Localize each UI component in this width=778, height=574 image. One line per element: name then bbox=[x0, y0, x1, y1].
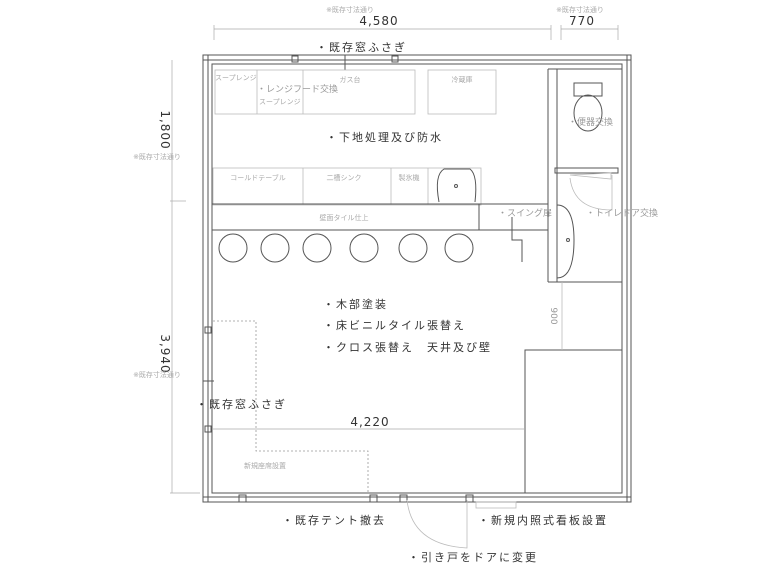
walls bbox=[202, 54, 632, 549]
dimension-top-main: 4,580 bbox=[359, 14, 398, 28]
fridge: 冷蔵庫 bbox=[452, 75, 473, 84]
stool bbox=[302, 233, 332, 263]
column bbox=[238, 494, 247, 503]
left-dimension: 1,800 ※既存寸法通り 3,940 ※既存寸法通り bbox=[133, 60, 200, 494]
toilet-bowl bbox=[573, 94, 603, 132]
existing-note-top: ※既存寸法通り bbox=[326, 5, 374, 14]
back-counter bbox=[214, 69, 416, 115]
column bbox=[465, 494, 474, 503]
ice-maker: 製氷機 bbox=[399, 173, 420, 182]
note-cloth: ・クロス張替え 天井及び壁 bbox=[323, 340, 492, 354]
column bbox=[369, 494, 378, 503]
note-wood-paint: ・木部塗装 bbox=[323, 297, 388, 311]
toilet-room: 900 bbox=[524, 68, 623, 494]
toilet-tank bbox=[573, 82, 603, 97]
existing-note-left-upper: ※既存寸法通り bbox=[133, 152, 181, 161]
note-toilet-door: ・トイレドア交換 bbox=[586, 207, 658, 219]
note-range-hood: ・レンジフード交換 bbox=[257, 83, 338, 95]
sign-board bbox=[475, 501, 517, 509]
note-vinyl-tile: ・床ビニルタイル張替え bbox=[323, 318, 466, 332]
dimension-left-upper: 1,800 bbox=[158, 110, 172, 149]
hand-sink-drain bbox=[454, 184, 458, 188]
front-counter bbox=[212, 167, 482, 206]
wash-basin bbox=[556, 204, 575, 279]
note-sign: ・新規内照式看板設置 bbox=[478, 513, 608, 527]
kitchen: スープレンジ スープレンジ ガス台 冷蔵庫 コールドテーブル 二槽シンク 製氷機… bbox=[211, 69, 549, 263]
toilet-door-swing bbox=[569, 175, 613, 211]
corner-room bbox=[524, 349, 623, 494]
inner-wall bbox=[211, 63, 623, 494]
stool bbox=[444, 233, 474, 263]
note-swing-door: ・スイング扉 bbox=[498, 207, 552, 219]
note-close-window-left: ・既存窓ふさぎ bbox=[196, 397, 287, 411]
column bbox=[399, 494, 408, 503]
cold-table: コールドテーブル bbox=[230, 173, 286, 182]
stool bbox=[260, 233, 290, 263]
stool bbox=[349, 233, 379, 263]
wash-basin-drain bbox=[566, 238, 570, 242]
existing-note-left-lower: ※既存寸法通り bbox=[133, 370, 181, 379]
swing-door bbox=[511, 217, 523, 262]
column bbox=[391, 55, 399, 63]
dimension-top-toilet: 770 bbox=[569, 14, 595, 28]
existing-note-toilet: ※既存寸法通り bbox=[556, 5, 604, 14]
stool bbox=[218, 233, 248, 263]
double-sink: 二槽シンク bbox=[327, 173, 362, 182]
toilet-door-frame bbox=[554, 167, 619, 174]
note-close-window-top: ・既存窓ふさぎ bbox=[316, 40, 407, 54]
note-toilet-replace: ・便器交換 bbox=[568, 116, 613, 128]
fridge-outline bbox=[427, 69, 497, 115]
dimension-inner-width: 4,220 bbox=[350, 415, 389, 429]
note-waterproof: ・下地処理及び防水 bbox=[326, 130, 443, 144]
note-remove-tent: ・既存テント撤去 bbox=[282, 513, 386, 527]
soup-range-1: スープレンジ bbox=[215, 74, 257, 82]
entrance-door-swing bbox=[406, 499, 468, 549]
wall-tile: 壁面タイル仕上 bbox=[320, 213, 369, 222]
seating-area-outline bbox=[213, 320, 369, 493]
gas-stove: ガス台 bbox=[340, 75, 361, 84]
outer-wall bbox=[202, 54, 632, 503]
hand-sink bbox=[436, 168, 477, 203]
stools bbox=[218, 233, 474, 263]
soup-range-2: スープレンジ bbox=[259, 98, 301, 106]
column bbox=[204, 326, 212, 334]
dimension-left-lower: 3,940 bbox=[158, 334, 172, 373]
toilet-door bbox=[569, 172, 612, 180]
column bbox=[204, 425, 212, 433]
column bbox=[291, 55, 299, 63]
stool bbox=[398, 233, 428, 263]
renovation-notes: ・既存窓ふさぎ ・レンジフード交換 ・便器交換 ・下地処理及び防水 ・スイング扉… bbox=[196, 40, 658, 564]
note-sliding-door: ・引き戸をドアに変更 bbox=[408, 550, 538, 564]
new-seating: 新規座席設置 bbox=[244, 461, 286, 470]
top-dimension: ※既存寸法通り 4,580 ※既存寸法通り 770 bbox=[213, 5, 619, 40]
dimension-passage: 900 bbox=[548, 307, 558, 324]
